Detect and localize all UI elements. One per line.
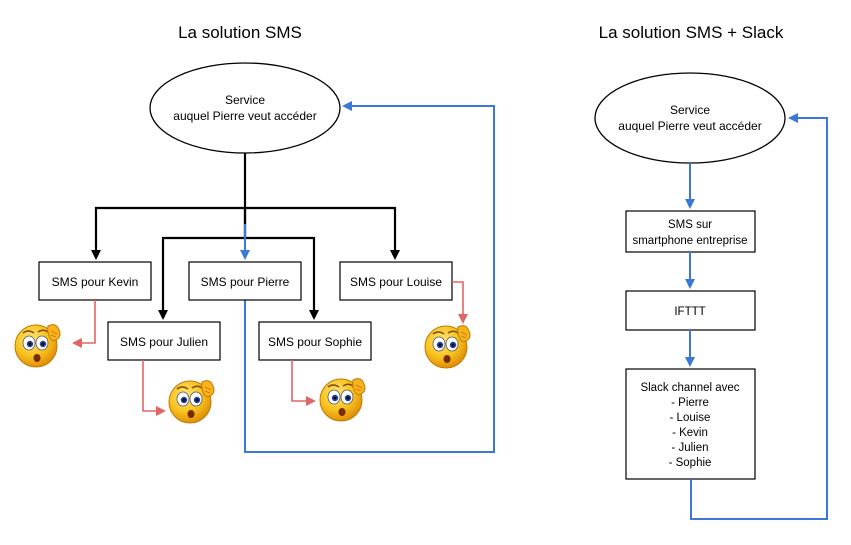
svg-text:smartphone entreprise: smartphone entreprise	[632, 235, 747, 247]
slack-member: - Louise	[670, 412, 711, 424]
svg-text:SMS pour Julien: SMS pour Julien	[120, 335, 208, 349]
box-ifttt: IFTTT	[625, 290, 756, 331]
left-title: La solution SMS	[178, 23, 302, 42]
right-title: La solution SMS + Slack	[599, 23, 784, 42]
box-sms-julien: SMS pour Julien	[107, 321, 221, 361]
slack-heading: Slack channel avec	[640, 382, 739, 394]
blue-loop-arrow-left	[244, 101, 495, 453]
box-sms-louise: SMS pour Louise	[339, 261, 453, 301]
right-service-line1: Service	[670, 103, 710, 117]
slack-member: - Kevin	[672, 427, 708, 439]
right-service-line2: auquel Pierre veut accéder	[618, 119, 761, 133]
right-service-ellipse: Service auquel Pierre veut accéder	[594, 72, 786, 164]
box-sms-pierre: SMS pour Pierre	[188, 261, 302, 301]
blue-loop-arrow-right	[690, 113, 828, 520]
svg-text:IFTTT: IFTTT	[674, 306, 705, 318]
red-arrows	[72, 281, 468, 416]
box-slack-channel: Slack channel avec - Pierre - Louise - K…	[625, 368, 756, 480]
svg-text:SMS pour Pierre: SMS pour Pierre	[201, 275, 290, 289]
svg-text:SMS pour Louise: SMS pour Louise	[350, 275, 442, 289]
left-service-line2: auquel Pierre veut accéder	[173, 109, 316, 123]
left-service-ellipse: Service auquel Pierre veut accéder	[149, 62, 341, 154]
svg-text:SMS pour Sophie: SMS pour Sophie	[268, 335, 362, 349]
slack-member: - Sophie	[669, 457, 712, 469]
slack-member: - Julien	[671, 442, 708, 454]
confused-emoji-icon	[319, 377, 366, 422]
box-sms-sophie: SMS pour Sophie	[258, 321, 372, 361]
svg-text:SMS pour Kevin: SMS pour Kevin	[52, 275, 139, 289]
confused-emoji-icon	[424, 324, 471, 369]
black-tree-arrows	[91, 153, 400, 320]
confused-emoji-icon	[168, 379, 215, 424]
confused-emoji-icon	[14, 323, 61, 368]
left-service-line1: Service	[225, 93, 265, 107]
box-sms-kevin: SMS pour Kevin	[38, 261, 152, 301]
slack-member: - Pierre	[671, 397, 709, 409]
svg-text:SMS sur: SMS sur	[668, 219, 712, 231]
box-sms-smartphone: SMS sur smartphone entreprise	[625, 210, 756, 253]
